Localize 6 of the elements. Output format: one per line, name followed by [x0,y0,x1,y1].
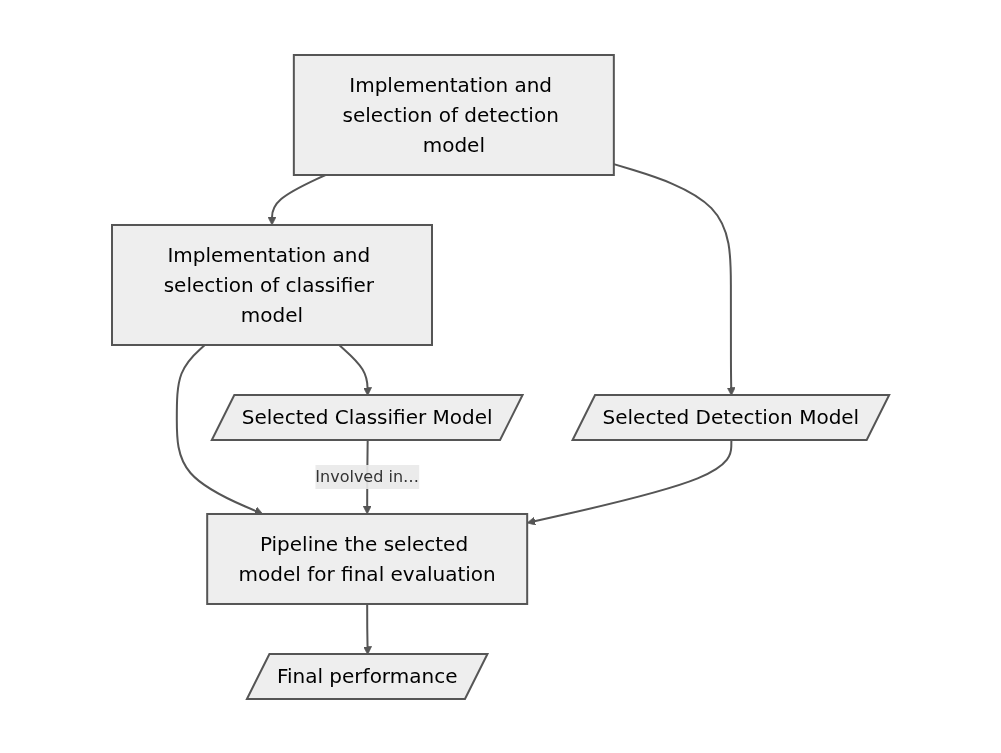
arrow [175,343,263,515]
edge-label: Involved in… [315,466,419,486]
node-box: Implementation and selection of detection model [292,53,615,176]
arrow [267,173,327,225]
node-box: Implementation and selection of classifier model [110,223,433,346]
node-box: Pipeline the selected model for final evaluation [206,512,529,605]
